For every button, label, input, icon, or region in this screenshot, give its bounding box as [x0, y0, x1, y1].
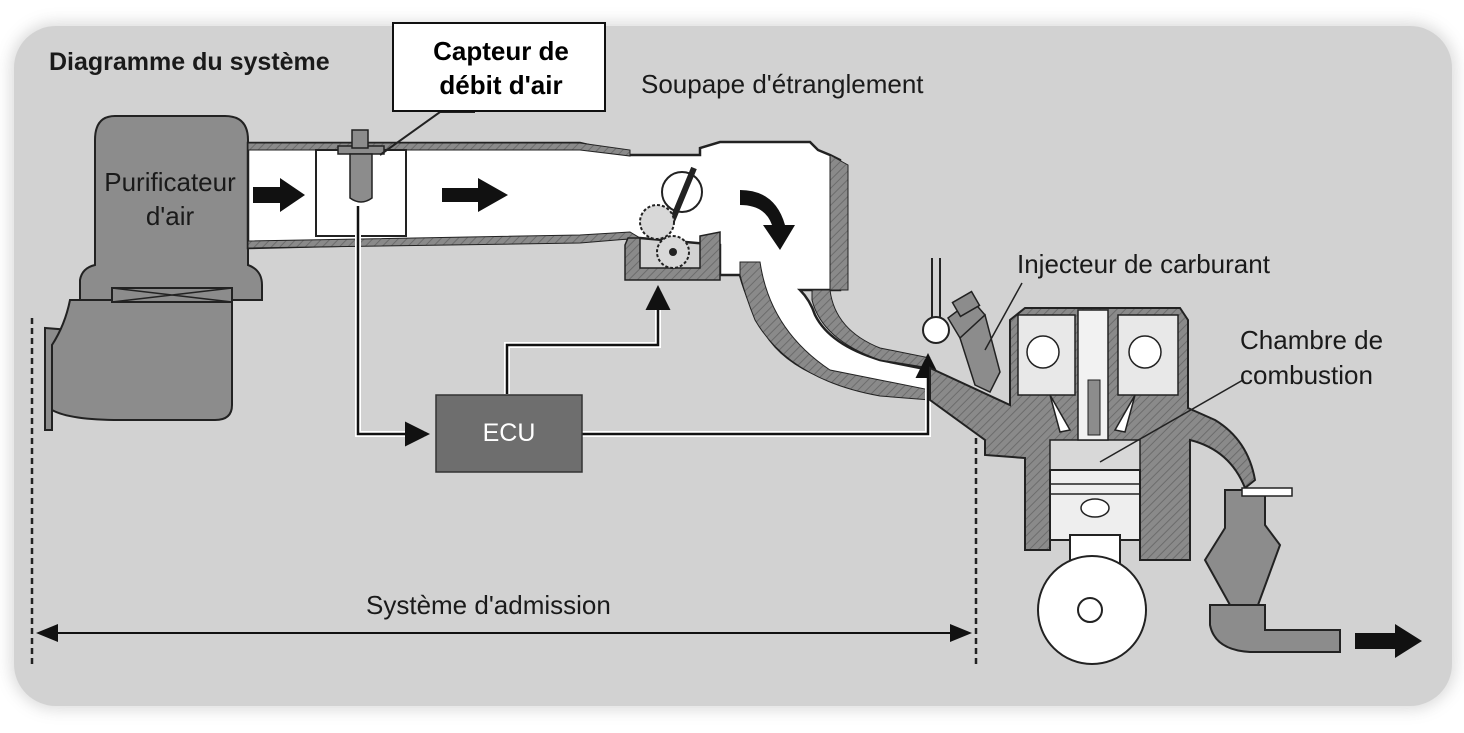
ecu-box: [435, 394, 583, 473]
callout-leader: [379, 111, 475, 156]
throttle-valve-label: Soupape d'étranglement: [641, 69, 924, 99]
fuel-injector: [922, 258, 1001, 393]
exhaust-arrow: [1355, 624, 1422, 658]
combustion-chamber-label-line2: combustion: [1240, 360, 1373, 390]
air-flow-sensor-label-line1: Capteur de: [433, 36, 569, 66]
air-flow-sensor-label-line2: débit d'air: [439, 70, 563, 100]
diagram-panel: [14, 26, 1452, 706]
intake-system-label: Système d'admission: [366, 590, 611, 620]
engine: [929, 307, 1257, 665]
diagram-title: Diagramme du système: [49, 48, 330, 76]
fuel-injector-label: Injecteur de carburant: [1017, 249, 1270, 279]
throttle-valve: [624, 166, 721, 281]
air-flow-sensor: [315, 129, 407, 237]
air-flow-arrows: [253, 178, 795, 250]
ecu-wiring: [355, 206, 941, 447]
chamber-leader: [1099, 379, 1244, 463]
combustion-chamber-label-line1: Chambre de: [1240, 325, 1384, 355]
air-flow-sensor-callout: Capteur de débit d'air: [392, 22, 606, 112]
injector-leader: [984, 282, 1023, 351]
air-cleaner-label-line1: Purificateur: [104, 167, 236, 197]
air-cleaner: [79, 115, 263, 303]
intake-system-span: [30, 318, 978, 668]
intake-duct: [44, 299, 233, 431]
ecu-label: ECU: [482, 419, 536, 447]
air-cleaner-label-line2: d'air: [145, 201, 195, 231]
exhaust: [1203, 487, 1422, 658]
